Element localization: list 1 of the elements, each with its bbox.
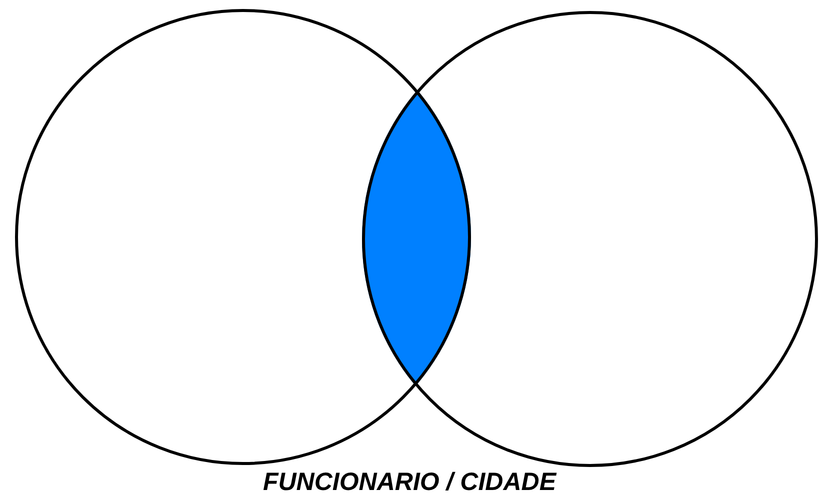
caption: FUNCIONARIO / CIDADE xyxy=(262,468,556,496)
